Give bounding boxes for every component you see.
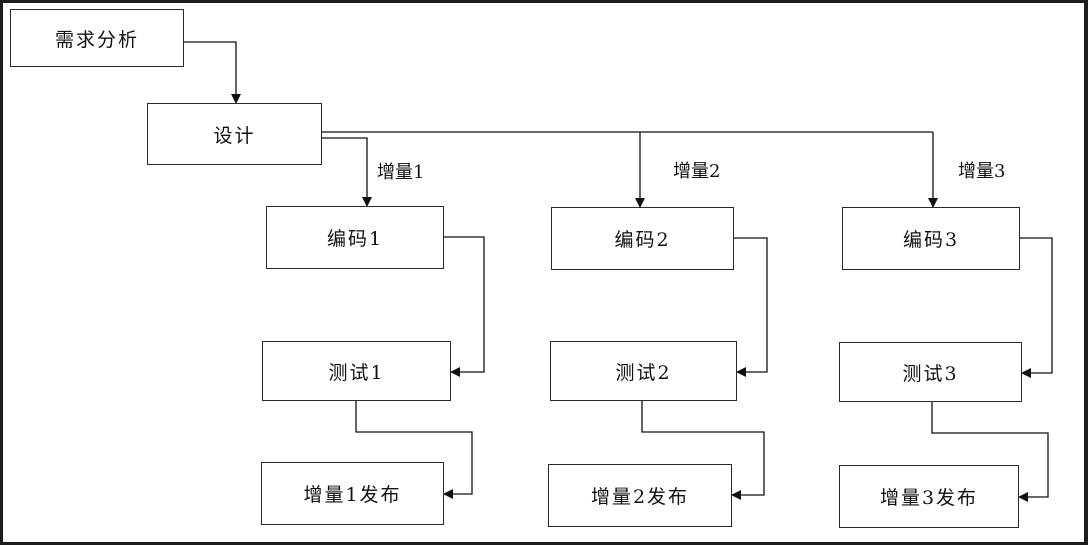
arrow-test3-to-rel3 [931, 401, 1049, 502]
node-test-3: 测试3 [839, 342, 1022, 402]
connector-layer [184, 41, 1053, 502]
label-increment-1: 增量1 [377, 162, 425, 183]
arrow-code3-to-test3 [1020, 237, 1053, 378]
node-requirements-analysis: 需求分析 [10, 9, 184, 67]
node-release-2: 增量2发布 [548, 464, 732, 527]
arrow-design-to-code1 [322, 137, 372, 207]
label-increment-3: 增量3 [958, 161, 1006, 182]
arrow-test1-to-rel1 [355, 400, 473, 499]
node-release-1: 增量1发布 [261, 462, 444, 525]
arrow-code1-to-test1 [444, 236, 485, 377]
node-test-1: 测试1 [262, 341, 451, 401]
node-release-3: 增量3发布 [839, 465, 1019, 528]
node-code-2: 编码2 [551, 207, 734, 270]
arrow-test2-to-rel2 [641, 400, 765, 500]
label-increment-2: 增量2 [673, 161, 721, 182]
arrow-code2-to-test2 [734, 237, 768, 377]
arrow-req-to-design [184, 41, 241, 104]
node-code-1: 编码1 [266, 206, 444, 269]
node-design: 设计 [147, 103, 322, 165]
diagram-canvas: 需求分析 设计 增量1 增量2 增量3 编码1 编码2 编码3 测试1 测试2 … [3, 3, 1084, 542]
node-code-3: 编码3 [842, 207, 1020, 270]
node-test-2: 测试2 [550, 341, 737, 401]
